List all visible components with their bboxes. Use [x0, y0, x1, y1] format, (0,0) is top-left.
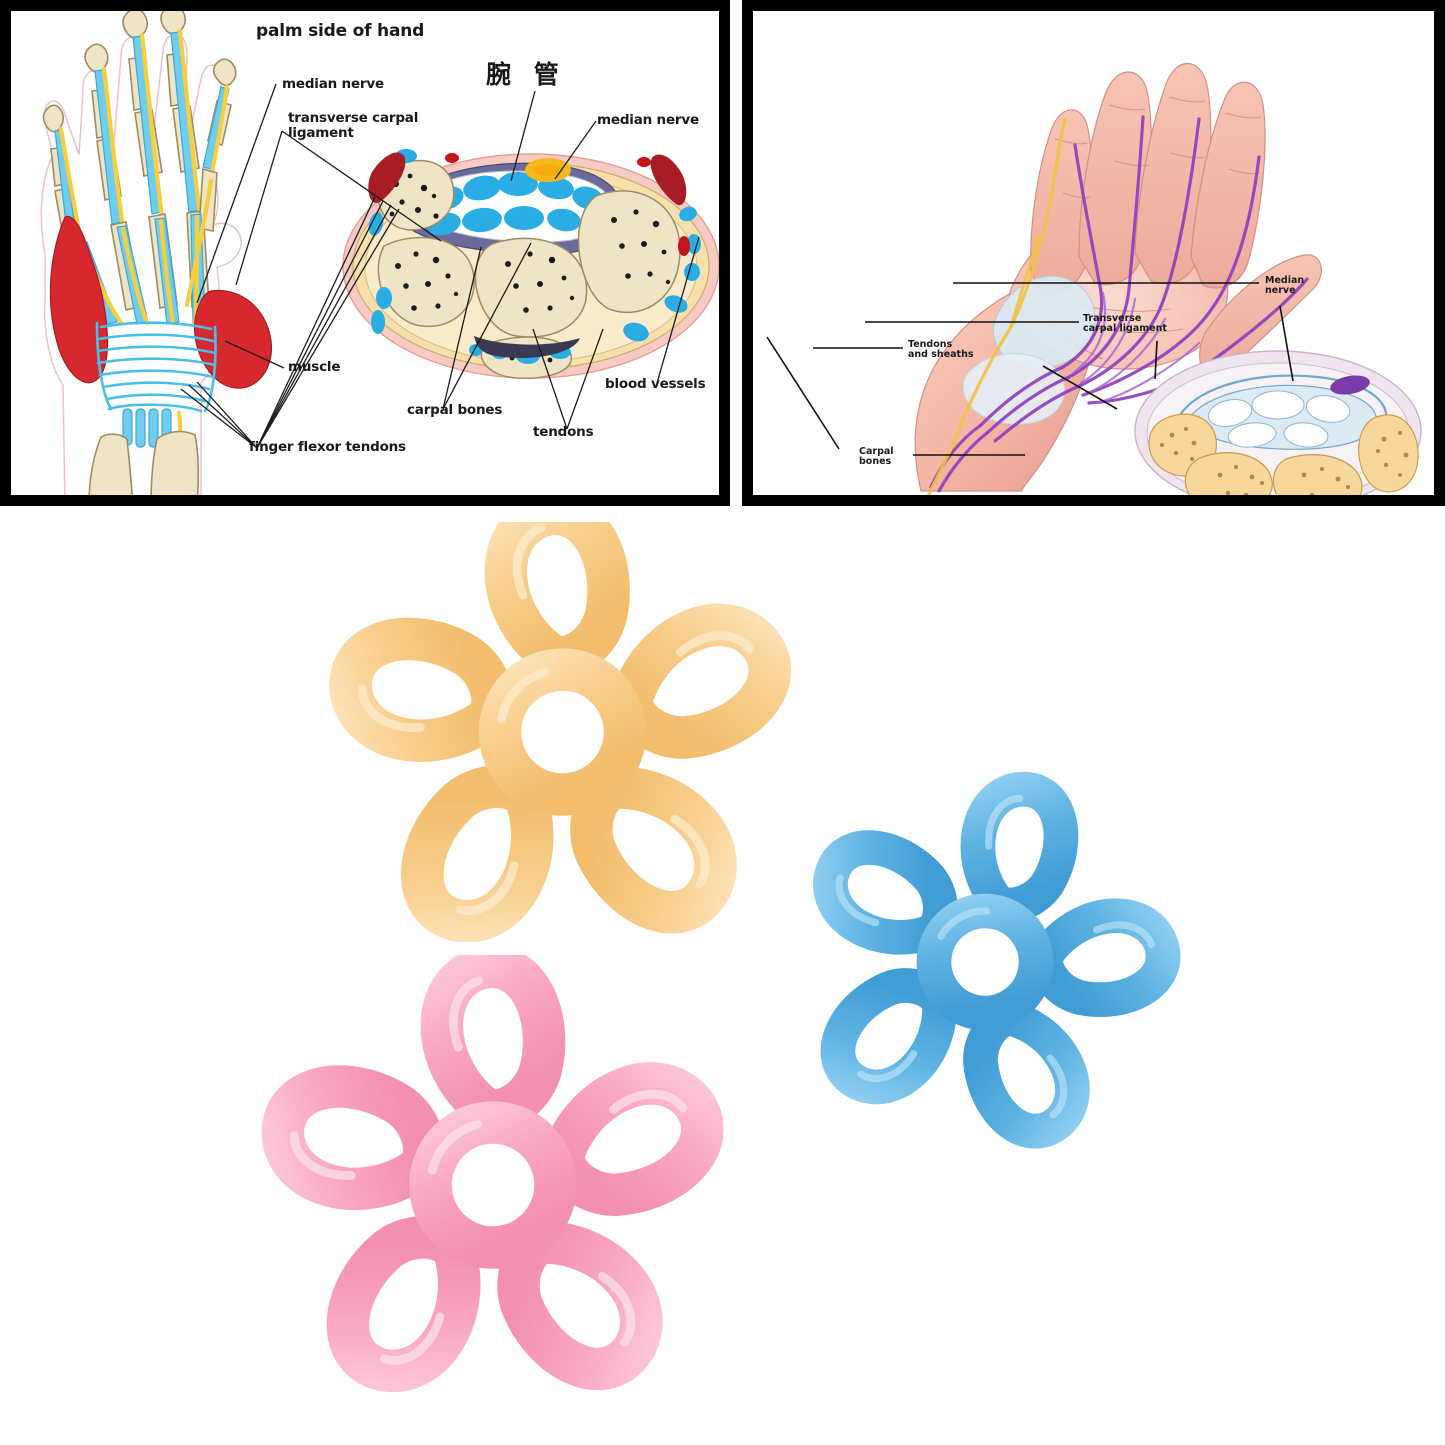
label-carpal-bones: carpal bones [407, 402, 503, 418]
right-panel-leader-lines [766, 282, 1294, 456]
panel-left-title: palm side of hand [256, 21, 425, 41]
panel-left-canvas: .bn { fill:#efe4c6; stroke:#9e8c62; stro… [11, 11, 719, 495]
label-tendons-and-sheaths-right: Tendons and sheaths [908, 339, 974, 361]
carpal-tunnel-anatomy-panel: .bn { fill:#efe4c6; stroke:#9e8c62; stro… [0, 0, 730, 506]
median-nerve-hand-panel: .nrv { fill:none; stroke:#8e3fc0; stroke… [742, 0, 1445, 506]
label-blood-vessels: blood vessels [605, 376, 706, 392]
label-tendons: tendons [533, 424, 594, 440]
panel-right-canvas: .nrv { fill:none; stroke:#8e3fc0; stroke… [753, 11, 1434, 495]
label-transverse-carpal-ligament: transverse carpal ligament [288, 110, 419, 141]
label-finger-flexor-tendons: finger flexor tendons [249, 439, 406, 455]
left-panel-leader-lines [180, 83, 700, 449]
palm-side-hand-skeleton-art: .bn { fill:#efe4c6; stroke:#9e8c62; stro… [40, 11, 272, 495]
label-median-nerve-hand: median nerve [282, 76, 384, 92]
flower-hand-exerciser-pink [261, 955, 724, 1393]
flower-hand-exerciser-blue [813, 771, 1181, 1149]
flower-hand-exerciser-yellow [329, 522, 791, 942]
label-transverse-carpal-ligament-right: Transverse carpal ligament [1083, 313, 1167, 335]
label-median-nerve-section: median nerve [597, 112, 699, 128]
label-muscle: muscle [288, 359, 341, 375]
carpal-tunnel-cross-section-art: .skinr { fill:#f7cbc3; stroke:#e3a096; s… [342, 149, 719, 379]
panel-left-cjk-title: 腕 管 [486, 60, 566, 89]
label-carpal-bones-right: Carpal bones [859, 446, 894, 468]
label-median-nerve-right: Median nerve [1265, 275, 1305, 297]
palm-with-median-nerve-art: .nrv { fill:none; stroke:#8e3fc0; stroke… [914, 62, 1322, 495]
wrist-cross-section-inset-art: .o1 { fill:#f0e5ef; stroke:#c8b4cb; stro… [1134, 350, 1422, 495]
